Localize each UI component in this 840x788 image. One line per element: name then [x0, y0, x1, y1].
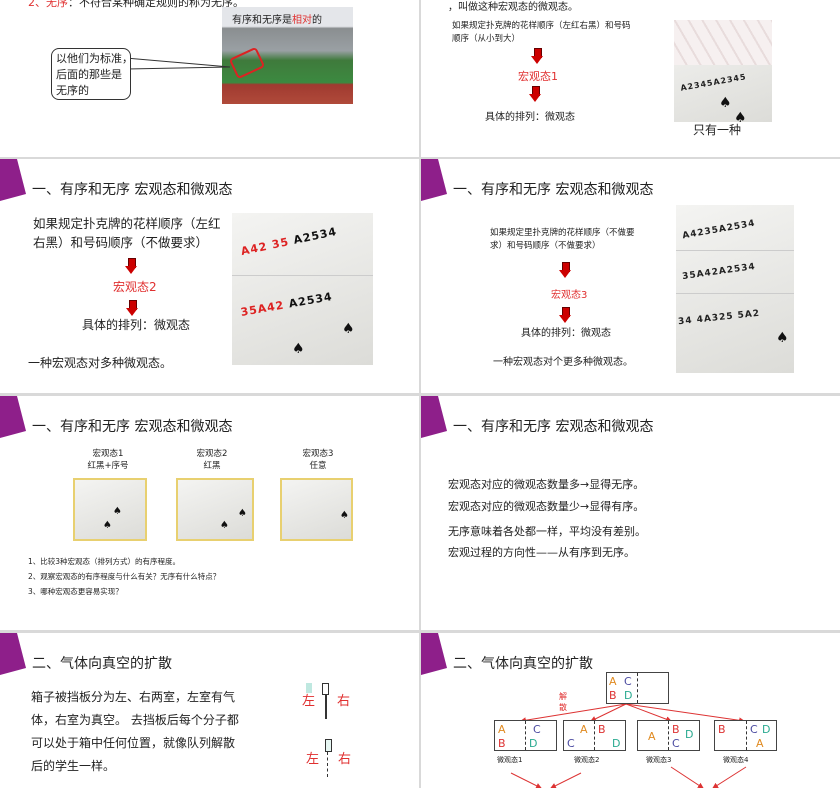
slide-macro-state-3[interactable]: 一、有序和无序 宏观态和微观态 如果规定里扑克牌的花样顺序（不做要求）和号码顺序… — [421, 159, 840, 393]
down-arrow-icon — [126, 300, 138, 316]
partition-handle — [322, 683, 329, 695]
macro-state-label: 宏观态2 — [113, 280, 157, 294]
right-chamber-label: 右 — [337, 694, 351, 709]
body-text: 箱子被挡板分为左、右两室，左室有气体，右室为真空。 去挡板后每个分子都可以处于箱… — [31, 690, 239, 773]
gas-marker — [306, 683, 312, 693]
macro-1-photo: ♠♠ — [73, 478, 147, 541]
summary-text: 一种宏观态对个更多种微观态。 — [493, 357, 633, 368]
card-ranks: 34 4A325 5A2 — [677, 308, 761, 328]
slide-title: 一、有序和无序 宏观态和微观态 — [32, 182, 233, 198]
slide-heading: 2、无序：不符合某种确定规则的称为无序。 — [28, 0, 244, 10]
micro-state-label: 具体的排列：微观态 — [485, 112, 575, 123]
heading-rest: ：不符合某种确定规则的称为无序。 — [68, 0, 244, 9]
question-list: 1、比较3种宏观态（排列方式）的有序程度。 2、观察宏观态的有序程度与什么有关？… — [28, 554, 220, 599]
slide-title: 一、有序和无序 宏观态和微观态 — [453, 419, 654, 435]
summary-text: 一种宏观态对多种微观态。 — [28, 356, 173, 370]
macro-2-photo: ♠♠ — [176, 478, 254, 541]
left-chamber-label: 左 — [302, 694, 316, 709]
accent-tab — [421, 159, 447, 201]
cards-photo: A4235A2534 35A42A2534 34 4A325 5A2 ♠ — [676, 205, 794, 373]
summary-line: 宏观态对应的微观态数量少→显得有序。 — [448, 500, 645, 513]
cards-photo: A42 35 A2534 35A42 A2534 ♠♠ — [232, 213, 373, 365]
accent-tab — [421, 396, 447, 438]
question: 3、哪种宏观态更容易实现？ — [28, 587, 123, 596]
dispersal-arrows — [510, 703, 747, 788]
down-arrow-icon — [531, 48, 543, 64]
card-ranks: A2345A2345 — [679, 72, 748, 93]
cards-photo: A2345A2345 ♠♠ — [674, 20, 772, 122]
summary-line: 无序意味着各处都一样，平均没有差别。 — [448, 525, 646, 538]
card-ranks: A4235A2534 — [681, 218, 757, 242]
question: 2、观察宏观态的有序程度与什么有关？无序有什么特点？ — [28, 572, 221, 581]
slide-gas-diffusion-intro[interactable]: 二、气体向真空的扩散 箱子被挡板分为左、右两室，左室有气体，右室为真空。 去挡板… — [0, 633, 419, 788]
disperse-label: 解散 — [559, 692, 567, 712]
stadium-photo: 有序和无序是相对的 — [222, 7, 353, 104]
down-arrow-icon — [559, 262, 571, 278]
question: 1、比较3种宏观态（排列方式）的有序程度。 — [28, 557, 181, 566]
slide-title: 一、有序和无序 宏观态和微观态 — [32, 419, 233, 435]
only-one-caption: 只有一种 — [693, 123, 742, 137]
slide-title: 二、气体向真空的扩散 — [453, 656, 593, 672]
macro-state-label: 宏观态3 — [551, 290, 588, 301]
rule-text: 如果规定里扑克牌的花样顺序（不做要求）和号码顺序（不做要求） — [490, 228, 635, 251]
heading-red: 2、无序 — [28, 0, 68, 9]
micro-state-label: 微观态1 — [497, 756, 523, 764]
down-arrow-icon — [529, 86, 541, 102]
summary-line: 宏观过程的方向性——从有序到无序。 — [448, 546, 635, 559]
micro-state-label: 具体的排列：微观态 — [521, 328, 611, 339]
partition — [325, 695, 327, 719]
partition-handle-raised — [325, 739, 332, 752]
micro-state-label: 微观态3 — [646, 756, 672, 764]
down-arrow-icon — [559, 307, 571, 323]
slide-title: 二、气体向真空的扩散 — [32, 656, 172, 672]
top-line: ，叫做这种宏观态的微观态。 — [448, 2, 578, 13]
left-chamber-label: 左 — [306, 752, 320, 767]
callout-bubble: 以他们为标准，后面的那些是无序的 — [51, 48, 133, 100]
right-chamber-label: 右 — [338, 752, 352, 767]
slide-title: 一、有序和无序 宏观态和微观态 — [453, 182, 654, 198]
card-ranks: 35A42A2534 — [681, 261, 757, 283]
accent-tab — [0, 633, 26, 675]
photo-caption: 有序和无序是相对的 — [232, 15, 322, 26]
accent-tab — [0, 159, 26, 201]
micro-state-label: 具体的排列：微观态 — [82, 318, 191, 332]
macro-state-label: 宏观态1 — [518, 70, 558, 83]
callout-pointer — [124, 57, 231, 70]
down-arrow-icon — [125, 258, 137, 274]
accent-tab — [0, 396, 26, 438]
rule-text: 如果规定扑克牌的花样顺序（左红右黑）和号码顺序（从小到大） — [452, 21, 631, 44]
micro-state-label: 微观态4 — [723, 756, 749, 764]
rule-text: 如果规定扑克牌的花样顺序（左红右黑）和号码顺序（不做要求） — [33, 216, 221, 250]
summary-line: 宏观态对应的微观态数量多→显得无序。 — [448, 478, 645, 491]
slide-unordered-definition[interactable]: 2、无序：不符合某种确定规则的称为无序。 有序和无序是相对的 以他们为标准，后面… — [0, 0, 419, 157]
micro-state-label: 微观态2 — [574, 756, 600, 764]
slide-macro-state-1[interactable]: ，叫做这种宏观态的微观态。 如果规定扑克牌的花样顺序（左红右黑）和号码顺序（从小… — [421, 0, 840, 157]
slide-disorder-summary[interactable]: 一、有序和无序 宏观态和微观态 宏观态对应的微观态数量多→显得无序。 宏观态对应… — [421, 396, 840, 630]
partition-removed — [327, 752, 328, 777]
macro-3-photo: ♠ — [280, 478, 353, 541]
slide-macro-state-2[interactable]: 一、有序和无序 宏观态和微观态 如果规定扑克牌的花样顺序（左红右黑）和号码顺序（… — [0, 159, 419, 393]
